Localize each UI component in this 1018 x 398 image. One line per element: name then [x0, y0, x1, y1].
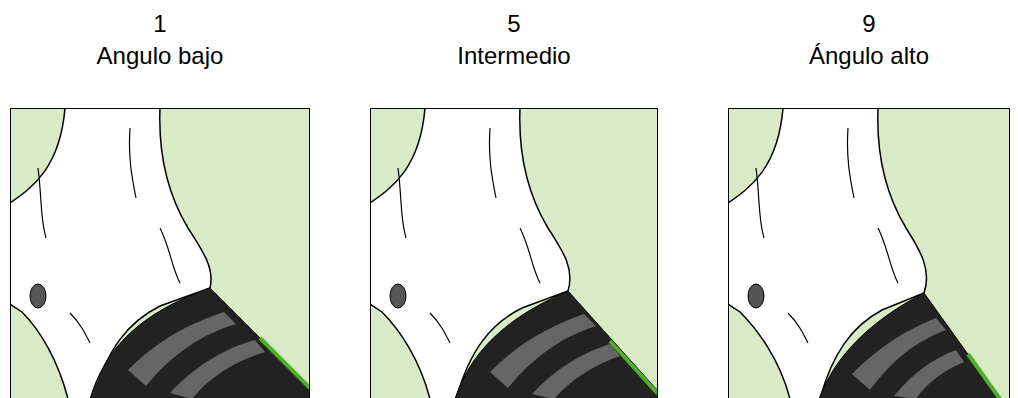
- panel-ground: [370, 108, 658, 398]
- panel-border: [11, 109, 310, 398]
- hoof: [455, 291, 658, 398]
- panel-border: [729, 109, 1010, 398]
- skin-crease: [38, 128, 180, 343]
- skin-crease: [398, 128, 540, 343]
- intermediate-panel: [370, 108, 658, 398]
- ergot: [748, 284, 764, 308]
- panel-border: [371, 109, 658, 398]
- hoof: [819, 293, 1000, 398]
- ergot: [390, 284, 406, 308]
- panel-ground: [728, 108, 1010, 398]
- panel-number: 1: [153, 10, 166, 38]
- panel-caption: Angulo bajo: [97, 42, 224, 70]
- panel-number: 5: [507, 10, 520, 38]
- ergot: [30, 284, 46, 308]
- panel-caption: Intermedio: [457, 42, 570, 70]
- hoof-shine: [490, 314, 620, 398]
- panel-ground: [10, 108, 310, 398]
- hoof-angle-line: [610, 341, 658, 394]
- hoof-angle-line: [260, 338, 310, 388]
- high-angle-panel: [728, 108, 1010, 398]
- low-angle-panel: [10, 108, 310, 398]
- hoof-shine: [128, 312, 265, 398]
- hoof-shine: [852, 318, 964, 398]
- skin-crease: [756, 128, 898, 343]
- panel-number: 9: [862, 10, 875, 38]
- hoof: [90, 288, 310, 398]
- panel-caption: Ángulo alto: [809, 42, 929, 70]
- hoof-angle-line: [968, 354, 1000, 398]
